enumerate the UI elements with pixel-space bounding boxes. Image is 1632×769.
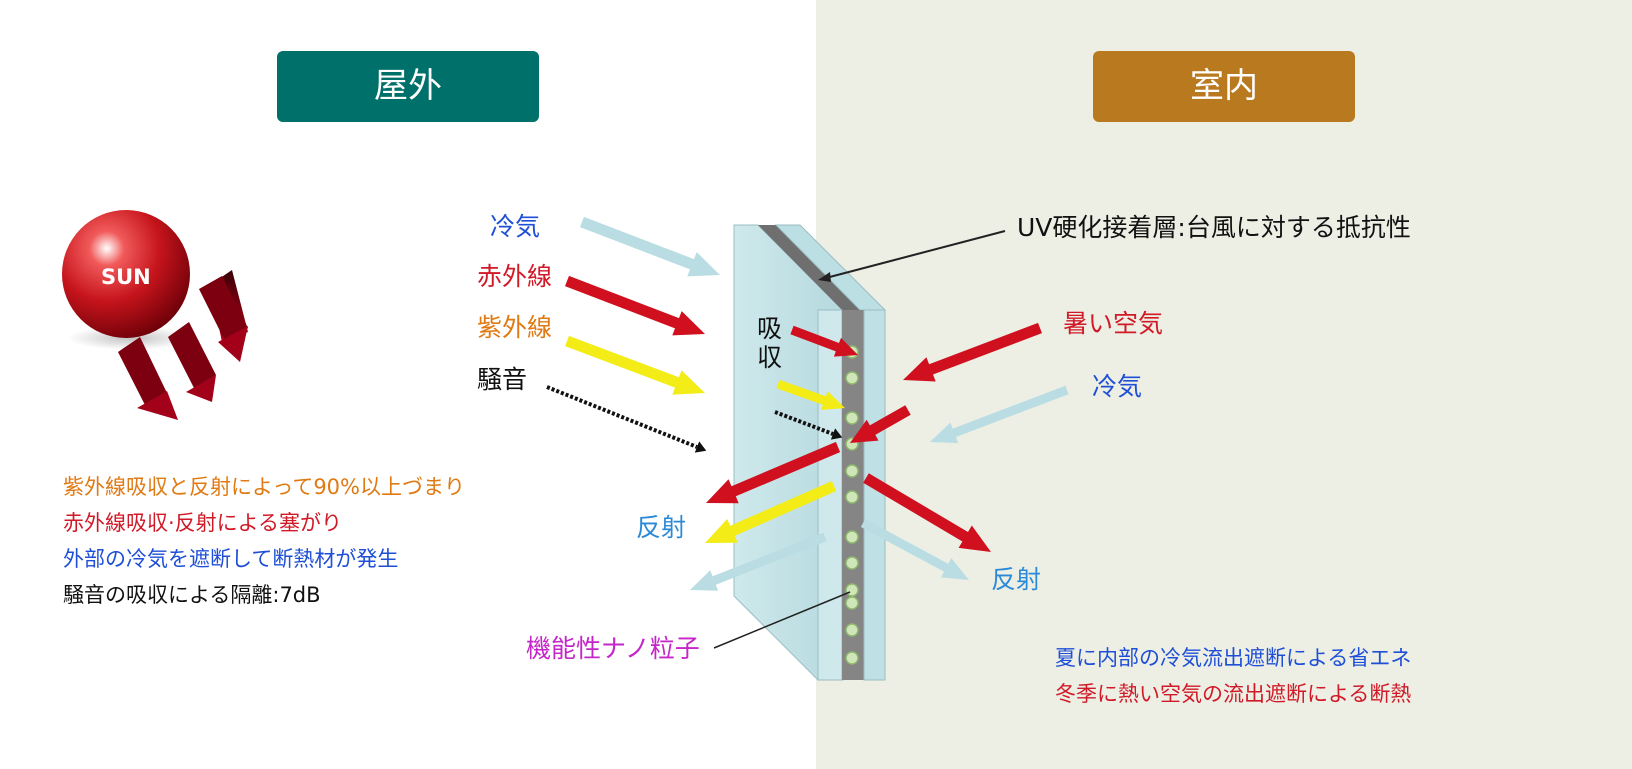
uv-arrow-absorbed <box>776 379 845 410</box>
infrared-arrow-reflected-inside <box>863 473 991 552</box>
noise-label: 騒音 <box>477 365 528 394</box>
cold-air-label-outside: 冷気 <box>490 212 541 241</box>
note-uv: 紫外線吸収と反射によって90%以上づまり <box>63 475 465 499</box>
reflect-label-right: 反射 <box>991 565 1042 594</box>
hot-air-arrow-inside <box>903 322 1042 382</box>
sun-ray-3-body <box>118 337 167 405</box>
cold-air-arrow-inside <box>930 385 1069 444</box>
indoor-background <box>816 0 1632 769</box>
absorb-label-2: 収 <box>757 343 783 372</box>
ultraviolet-label: 紫外線 <box>477 313 553 342</box>
infrared-arrow-reflected <box>706 441 841 504</box>
note-infrared: 赤外線吸収·反射による塞がり <box>63 511 343 535</box>
nano-particle-3 <box>845 411 859 425</box>
outdoor-tag: 屋外 <box>277 51 539 122</box>
uv-layer-pointer <box>821 230 1006 280</box>
noise-arrow-absorbed <box>774 410 843 440</box>
nano-particle-12 <box>845 651 859 665</box>
nano-particle-10 <box>845 596 859 610</box>
interlayer-top <box>758 225 860 310</box>
note-cold-air: 外部の冷気を遮断して断熱材が発生 <box>63 547 399 571</box>
nano-particle-11 <box>845 623 859 637</box>
nano-pointer <box>713 591 851 649</box>
cold-air-arrow-reflected <box>690 532 827 591</box>
glass-panel <box>733 224 887 681</box>
nano-particle-2 <box>845 371 859 385</box>
absorb-label-1: 吸 <box>757 314 783 343</box>
uv-layer-label: UV硬化接着層:台風に対する抵抗性 <box>1017 213 1411 242</box>
arrows <box>546 216 1069 591</box>
sun-ray-2-head <box>186 375 216 402</box>
cold-air-arrow-outside <box>580 216 720 277</box>
uv-layer-pointer-head <box>818 272 831 282</box>
uv-arrow-outside <box>565 335 705 395</box>
nano-particle-6 <box>845 490 859 504</box>
note-winter: 冬季に熱い空気の流出遮断による断熱 <box>1055 682 1412 706</box>
nano-particle-9 <box>845 583 859 597</box>
inner-glass-edge <box>863 309 886 681</box>
infrared-arrow-absorbed <box>790 325 858 357</box>
uv-arrow-reflected <box>705 481 837 543</box>
note-noise: 騒音の吸収による隔離:7dB <box>63 583 321 607</box>
infrared-arrow-outside <box>565 275 705 336</box>
sun-ray-1-body <box>199 276 248 343</box>
sun-label: SUN <box>101 265 151 289</box>
sun-ray-1-head <box>218 326 248 362</box>
cold-air-label-inside: 冷気 <box>1092 372 1143 401</box>
nano-particle-7 <box>845 530 859 544</box>
nano-particle-8 <box>845 556 859 570</box>
nano-particle-5 <box>845 464 859 478</box>
reflect-label-left: 反射 <box>636 513 687 542</box>
note-summer: 夏に内部の冷気流出遮断による省エネ <box>1055 646 1412 670</box>
hot-air-label: 暑い空気 <box>1063 309 1164 338</box>
sun-ball <box>62 210 190 338</box>
nano-particle-label: 機能性ナノ粒子 <box>526 634 700 663</box>
sun-ray-3-head <box>137 391 178 420</box>
hot-air-arrow-to-glass <box>850 405 911 443</box>
noise-arrow-outside <box>546 385 707 453</box>
sun-ray-2-body <box>168 322 216 388</box>
cold-air-arrow-reflected-inside <box>860 519 969 580</box>
infrared-label: 赤外線 <box>477 262 553 291</box>
indoor-tag: 室内 <box>1093 51 1355 122</box>
sun-rays <box>118 270 248 420</box>
